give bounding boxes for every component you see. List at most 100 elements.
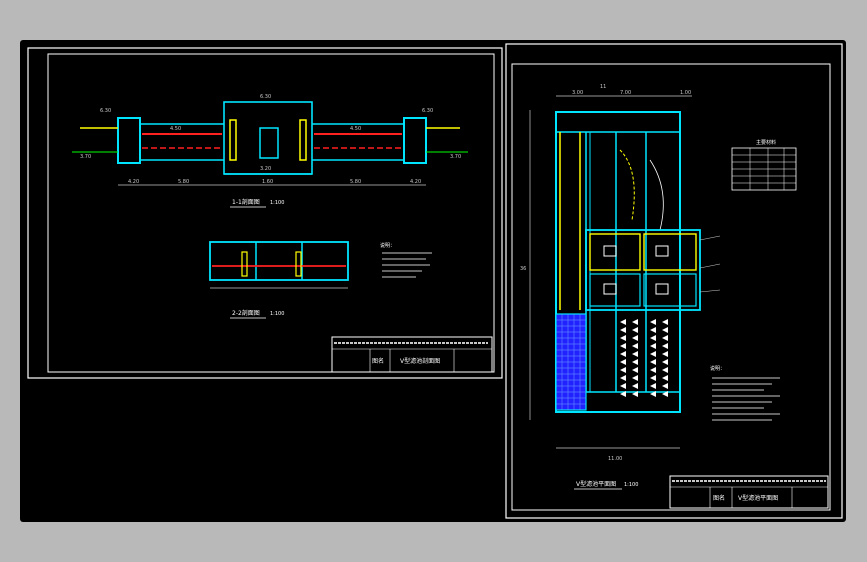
sheet-1-notes-title: 说明： <box>380 242 395 249</box>
central-gate <box>259 127 279 159</box>
section-2-outline <box>209 241 349 281</box>
pipe-gallery-cell-4 <box>643 273 697 307</box>
nozzle <box>620 375 626 381</box>
plan-dim-top-a: 3.00 <box>572 90 583 96</box>
nozzle <box>650 391 656 397</box>
sheet-1: 4.20 5.80 1.60 5.80 4.20 6.30 6.30 6.30 … <box>27 47 503 379</box>
sheet-1-title-block: 图名 V型滤池剖面图 <box>331 336 493 373</box>
nozzle <box>662 327 668 333</box>
pipe-gallery-cell-2 <box>643 233 697 271</box>
right-air-pipe <box>299 119 307 161</box>
pipe-gallery-cell-1 <box>589 233 641 271</box>
nozzle <box>620 351 626 357</box>
nozzle <box>662 351 668 357</box>
nozzle <box>662 383 668 389</box>
left-tank-wall <box>117 117 141 164</box>
pipe-gallery-outline <box>585 229 701 311</box>
nozzle <box>662 335 668 341</box>
nozzle <box>650 319 656 325</box>
section-2-2: 2-2剖面图 1:100 <box>209 241 349 319</box>
nozzle <box>650 335 656 341</box>
plan-dim-bottom-total: 11.00 <box>608 456 622 462</box>
dim-2: 5.80 <box>178 179 189 185</box>
nozzle <box>632 327 638 333</box>
sheet-2-title-block: 图名 V型滤池平面图 <box>669 475 829 509</box>
nozzle <box>632 319 638 325</box>
nozzle <box>620 343 626 349</box>
blue-grid-lines <box>556 314 586 410</box>
nozzle <box>620 383 626 389</box>
nozzle <box>620 367 626 373</box>
nozzle <box>662 367 668 373</box>
legend-title: 主要材料 <box>756 139 776 146</box>
pipe-gallery-cell-3 <box>589 273 641 307</box>
nozzle <box>632 383 638 389</box>
level-top-right: 6.30 <box>422 108 433 114</box>
level-bottom-right: 3.70 <box>450 154 461 160</box>
sheet-2: 11 3.00 7.00 1.00 36 <box>505 43 843 519</box>
title-block-label: 图名 <box>372 357 384 365</box>
central-channel <box>223 101 313 175</box>
sheet-2-outer-frame <box>505 43 843 519</box>
plan-title: V型滤池平面图 <box>576 480 616 488</box>
legend-table: 主要材料 <box>731 139 797 191</box>
dim-3: 1.60 <box>262 179 273 185</box>
nozzle <box>620 335 626 341</box>
title-block-drawing-name: V型滤池剖面图 <box>400 357 440 365</box>
nozzle <box>632 391 638 397</box>
dim-4: 5.80 <box>350 179 361 185</box>
nozzle <box>632 343 638 349</box>
level-mid-right: 4.50 <box>350 126 361 132</box>
section-1-scale: 1:100 <box>270 200 284 206</box>
nozzle <box>662 343 668 349</box>
nozzle-array <box>620 319 668 397</box>
section-2-pipe-right <box>295 251 302 277</box>
gallery-leader-2 <box>699 263 721 269</box>
lower-filter-bed <box>555 313 668 411</box>
filter-plan-outline <box>555 111 681 413</box>
sheet-2-title-block-drawing-name: V型滤池平面图 <box>738 494 778 502</box>
sheet-2-notes-title: 说明： <box>710 365 725 372</box>
nozzle <box>650 327 656 333</box>
plan-dim-top-b: 7.00 <box>620 90 631 96</box>
sheet-2-note-lines <box>712 377 780 421</box>
nozzle <box>662 319 668 325</box>
nozzle <box>662 359 668 365</box>
level-mid-left: 4.50 <box>170 126 181 132</box>
central-channel-wall <box>223 101 313 175</box>
title-block-frame <box>331 336 493 373</box>
sheet-1-notes: 说明： <box>380 242 432 278</box>
nozzle <box>650 367 656 373</box>
nozzle <box>650 351 656 357</box>
legend-rows <box>732 148 796 190</box>
nozzle <box>632 375 638 381</box>
nozzle <box>620 391 626 397</box>
level-bottom-mid: 3.20 <box>260 166 271 172</box>
valve-4 <box>655 283 669 295</box>
section-2-title: 2-2剖面图 <box>232 309 260 317</box>
nozzle <box>632 351 638 357</box>
level-top-mid: 6.30 <box>260 94 271 100</box>
nozzle <box>632 359 638 365</box>
valve-3 <box>603 283 617 295</box>
drawing-sheet-area: 4.20 5.80 1.60 5.80 4.20 6.30 6.30 6.30 … <box>20 40 846 522</box>
nozzle <box>620 359 626 365</box>
section-2-scale: 1:100 <box>270 311 284 317</box>
cad-drawing: 4.20 5.80 1.60 5.80 4.20 6.30 6.30 6.30 … <box>27 43 843 519</box>
plan-dim-left-total: 36 <box>520 266 526 272</box>
section-1-title: 1-1剖面图 <box>232 198 260 206</box>
sheet-2-notes: 说明： <box>710 365 780 421</box>
pipe-gallery <box>585 229 721 311</box>
sheet-2-inner-frame <box>511 63 831 511</box>
gallery-leader-3 <box>699 289 721 293</box>
sheet-2-title-block-label: 图名 <box>713 494 725 502</box>
level-bottom-left: 3.70 <box>80 154 91 160</box>
nozzle <box>620 327 626 333</box>
sheet-1-outer-frame <box>27 47 503 379</box>
nozzle <box>662 375 668 381</box>
plan-scale: 1:100 <box>624 482 638 488</box>
plan-dim-top-c: 1.00 <box>680 90 691 96</box>
nozzle <box>650 343 656 349</box>
nozzle <box>650 375 656 381</box>
